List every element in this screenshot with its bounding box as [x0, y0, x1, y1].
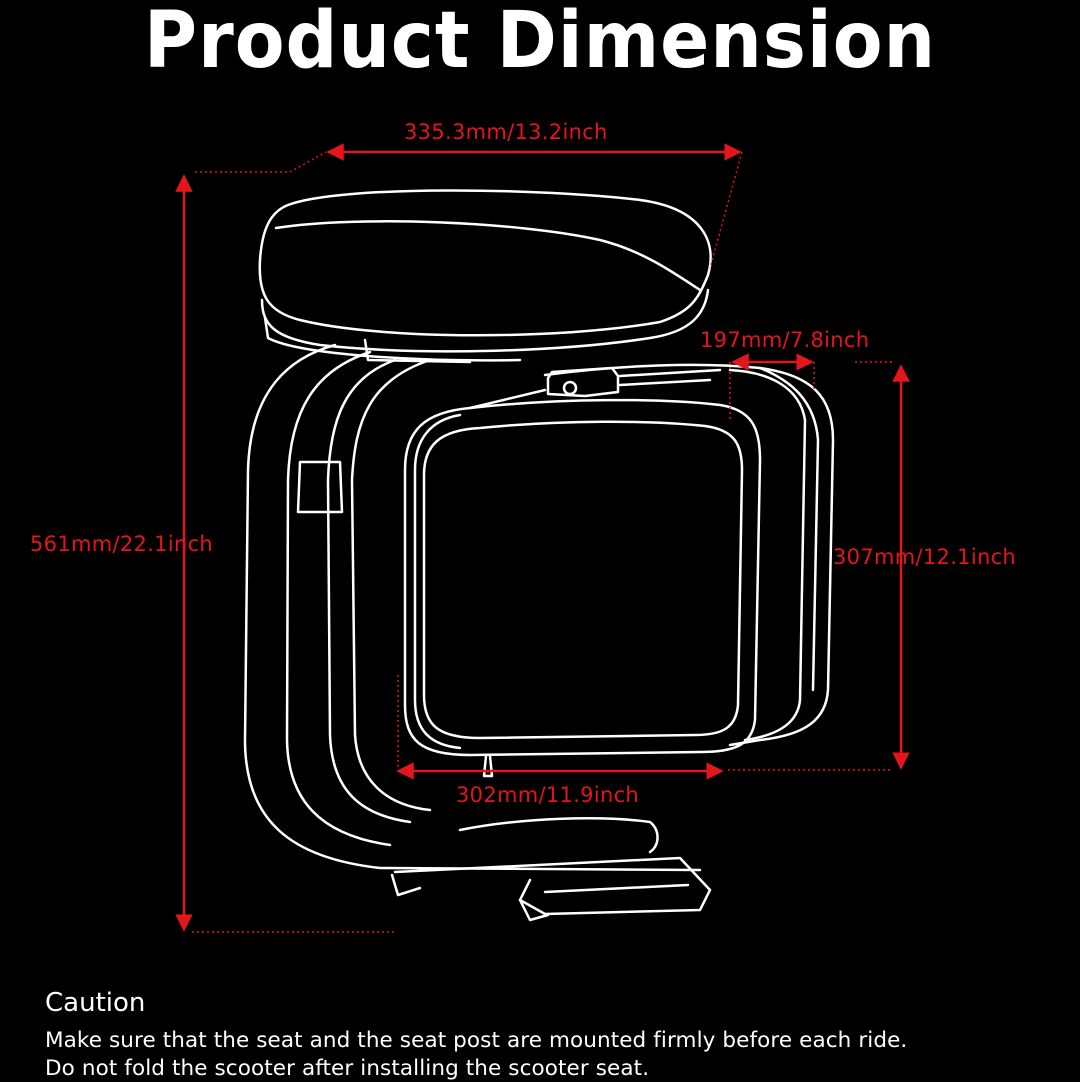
seat-cushion-seam [274, 220, 702, 292]
frame-latch [296, 460, 344, 514]
bag-clip [546, 366, 620, 398]
dimension-top-width: 335.3mm/13.2inch [404, 120, 608, 144]
storage-bag-back [543, 363, 835, 747]
storage-bag-front [403, 398, 762, 757]
seat-base [260, 288, 710, 353]
dimension-lines [175, 143, 910, 932]
seat-post-frame [243, 343, 702, 872]
page-title: Product Dimension [143, 0, 937, 86]
caution-line: Do not fold the scooter after installing… [45, 1056, 650, 1081]
zipper-pull [482, 754, 494, 778]
seat-cushion [258, 189, 712, 337]
seat-base-lip [263, 316, 522, 362]
caution-line: Make sure that the seat and the seat pos… [45, 1028, 908, 1053]
dimension-bag-width: 302mm/11.9inch [456, 783, 640, 807]
dimension-bag-height: 307mm/12.1inch [833, 545, 1017, 569]
dimension-extension-lines [192, 151, 893, 933]
dimension-total-height: 561mm/22.1inch [30, 532, 214, 556]
dimension-bag-depth: 197mm/7.8inch [700, 328, 870, 352]
caution-heading: Caution [45, 988, 146, 1018]
scooter-seat-outline [243, 189, 835, 922]
